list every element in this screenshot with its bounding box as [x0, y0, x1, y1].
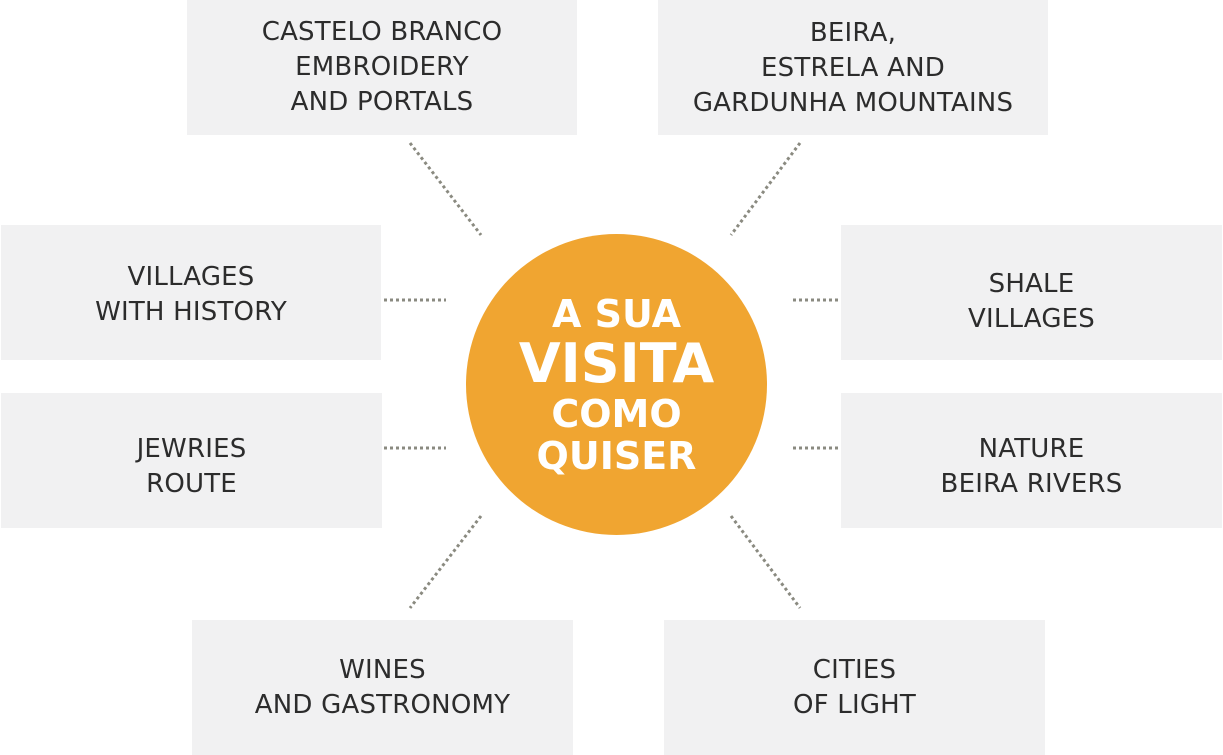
topic-villages-with-history: VILLAGES WITH HISTORY — [1, 225, 381, 360]
topic-beira-mountains: BEIRA, ESTRELA AND GARDUNHA MOUNTAINS — [658, 0, 1048, 135]
connector-cities — [729, 515, 802, 609]
topic-label-line: BEIRA RIVERS — [940, 468, 1123, 499]
topic-label-line: WITH HISTORY — [95, 296, 287, 327]
topic-label-line: CASTELO BRANCO — [261, 17, 503, 47]
topic-label-line: AND PORTALS — [290, 87, 474, 117]
topic-label-line: ESTRELA AND — [761, 53, 945, 83]
topic-label-line: AND GASTRONOMY — [254, 689, 511, 720]
topic-label-line: NATURE — [978, 433, 1085, 464]
topic-label-line: WINES — [339, 654, 426, 685]
hub-line-emphasis: VISITA — [518, 331, 715, 395]
central-hub-circle: A SUA VISITA COMO QUISER — [466, 234, 767, 535]
topic-shale-villages: SHALE VILLAGES — [841, 225, 1222, 360]
topic-label-line: SHALE — [988, 268, 1075, 299]
connector-wines — [408, 515, 483, 609]
topic-castelo-branco: CASTELO BRANCO EMBROIDERY AND PORTALS — [187, 0, 577, 135]
topic-label-line: GARDUNHA MOUNTAINS — [692, 88, 1014, 118]
topic-label-line: JEWRIES — [136, 433, 247, 464]
topic-jewries-route: JEWRIES ROUTE — [1, 393, 382, 528]
topic-nature-beira-rivers: NATURE BEIRA RIVERS — [841, 393, 1222, 528]
topic-label-line: BEIRA, — [809, 18, 897, 48]
topic-label-line: EMBROIDERY — [295, 52, 469, 82]
topic-label-line: ROUTE — [146, 468, 237, 499]
connector-castelo — [408, 142, 483, 236]
topic-label-line: CITIES — [812, 654, 897, 685]
hub-line: COMO — [551, 391, 682, 436]
hub-line: QUISER — [536, 433, 697, 478]
topic-label-line: OF LIGHT — [792, 689, 917, 720]
topic-label-line: VILLAGES — [967, 303, 1096, 334]
topic-cities-of-light: CITIES OF LIGHT — [664, 620, 1045, 755]
topic-wines-gastronomy: WINES AND GASTRONOMY — [192, 620, 573, 755]
hub-line: A SUA — [551, 291, 682, 336]
topic-label-line: VILLAGES — [127, 261, 255, 292]
connector-beira — [729, 142, 802, 236]
